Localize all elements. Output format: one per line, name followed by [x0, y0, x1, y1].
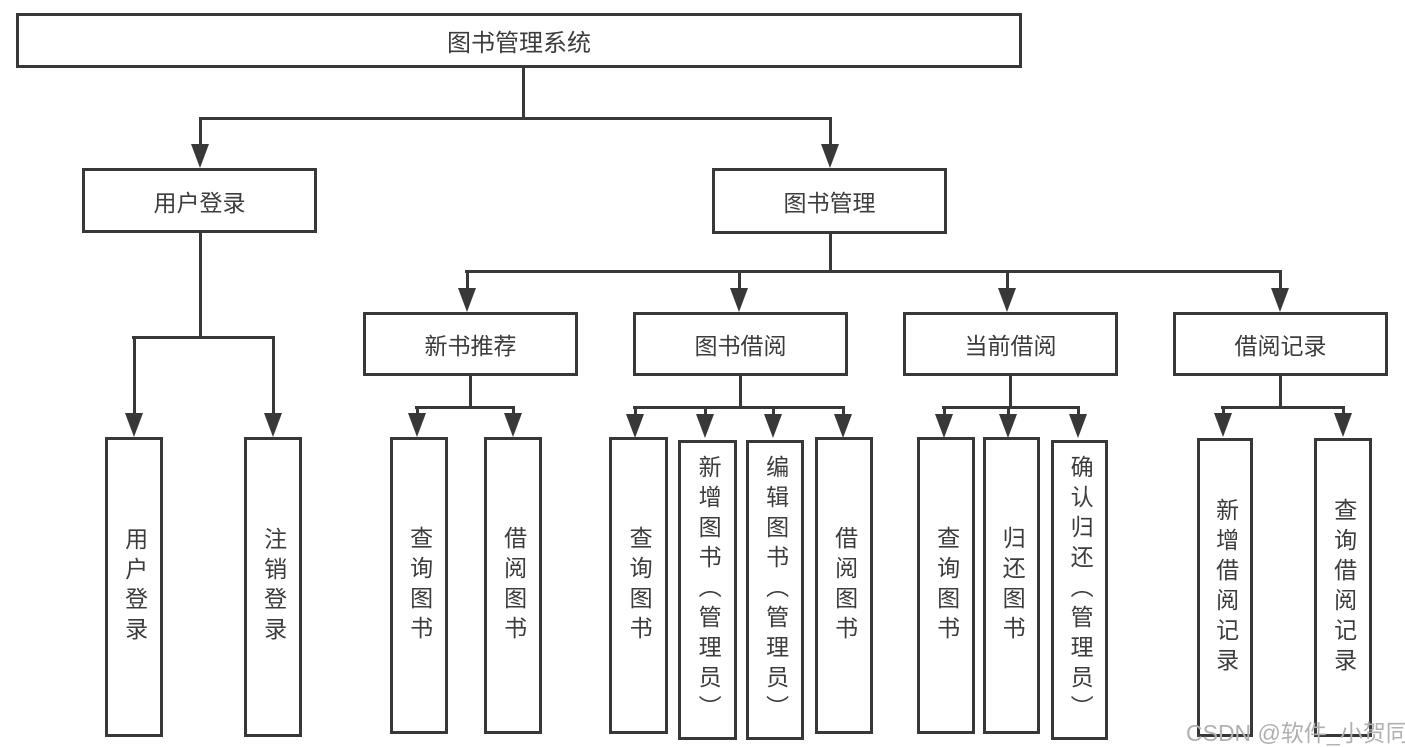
- arrow-down-icon: [264, 413, 282, 437]
- connector-new-book-hbar: [415, 406, 515, 409]
- connector-shaft: [772, 406, 775, 416]
- leaf-label: 查询图书: [933, 525, 960, 646]
- connector-current-borrow-hbar: [942, 406, 1080, 409]
- leaf-add-borrow-record: 新增借阅记录: [1197, 438, 1253, 737]
- arrow-down-icon: [935, 414, 953, 438]
- connector-book-mgmt-hbar: [465, 270, 1282, 273]
- node-book-management: 图书管理: [712, 168, 947, 234]
- leaf-add-book-admin: 新增图书（管理员）: [678, 440, 737, 740]
- csdn-watermark: CSDN @软件_小贺同学: [1186, 720, 1405, 746]
- arrow-down-icon: [821, 144, 839, 168]
- connector-shaft: [1342, 406, 1345, 415]
- arrow-down-icon: [696, 414, 714, 438]
- node-label: 新书推荐: [424, 333, 517, 359]
- connector-shaft-new-book: [466, 270, 469, 291]
- leaf-label: 编辑图书（管理员）: [762, 455, 789, 725]
- leaf-borrow-book-recommend: 借阅图书: [484, 437, 542, 734]
- connector-shaft-book-mgmt: [829, 117, 832, 147]
- connector-user-login-hbar: [132, 336, 275, 339]
- arrow-down-icon: [998, 288, 1016, 312]
- node-label: 借阅记录: [1234, 333, 1327, 359]
- arrow-down-icon: [458, 288, 476, 312]
- connector-shaft: [634, 406, 637, 416]
- node-root: 图书管理系统: [16, 13, 1022, 68]
- leaf-query-borrow-record: 查询借阅记录: [1314, 438, 1372, 737]
- arrow-down-icon: [1271, 288, 1289, 312]
- node-root-label: 图书管理系统: [447, 30, 591, 57]
- connector-shaft: [704, 406, 707, 416]
- connector-shaft: [512, 406, 515, 416]
- leaf-label: 用户登录: [121, 527, 148, 647]
- leaf-label: 注销登录: [260, 527, 287, 647]
- connector-shaft-borrow-record: [1279, 270, 1282, 291]
- leaf-query-book-borrow: 查询图书: [609, 437, 668, 734]
- leaf-return-book: 归还图书: [983, 437, 1040, 734]
- connector-shaft: [1077, 406, 1080, 416]
- leaf-user-login: 用户登录: [105, 437, 163, 737]
- arrow-down-icon: [999, 414, 1017, 438]
- connector-book-borrow-hbar: [633, 406, 845, 409]
- node-label: 图书管理: [783, 190, 876, 216]
- leaf-label: 借阅图书: [500, 525, 527, 646]
- arrow-down-icon: [626, 414, 644, 438]
- node-label: 用户登录: [153, 189, 246, 216]
- leaf-confirm-return-admin: 确认归还（管理员）: [1051, 440, 1108, 740]
- arrow-down-icon: [730, 288, 748, 312]
- connector-shaft-current-borrow: [1006, 270, 1009, 291]
- node-user-login: 用户登录: [82, 168, 317, 233]
- arrow-down-icon: [1069, 414, 1087, 438]
- connector-root-hbar: [199, 117, 832, 120]
- connector-borrow-record-stub: [1279, 374, 1282, 408]
- leaf-label: 查询图书: [406, 525, 433, 646]
- leaf-label: 归还图书: [999, 525, 1026, 646]
- connector-shaft-leaf-logout: [272, 336, 275, 414]
- leaf-label: 查询图书: [626, 525, 653, 646]
- connector-shaft: [943, 406, 946, 416]
- connector-shaft: [416, 406, 419, 416]
- leaf-label: 借阅图书: [831, 525, 858, 646]
- connector-borrow-record-hbar: [1221, 406, 1345, 409]
- connector-new-book-stub: [469, 374, 472, 408]
- arrow-down-icon: [764, 414, 782, 438]
- connector-shaft: [1007, 406, 1010, 416]
- connector-shaft-book-borrow: [738, 270, 741, 291]
- node-new-book-recommend: 新书推荐: [363, 312, 578, 376]
- leaf-edit-book-admin: 编辑图书（管理员）: [746, 440, 804, 740]
- node-borrow-record: 借阅记录: [1173, 312, 1388, 376]
- connector-shaft: [842, 406, 845, 416]
- leaf-label: 确认归还（管理员）: [1067, 455, 1094, 725]
- node-label: 图书借阅: [694, 333, 787, 359]
- leaf-label: 新增图书（管理员）: [695, 455, 722, 725]
- connector-book-borrow-stub: [739, 374, 742, 407]
- leaf-logout-login: 注销登录: [244, 437, 302, 737]
- connector-user-login-stub: [199, 231, 202, 337]
- node-current-borrow: 当前借阅: [903, 312, 1118, 376]
- leaf-query-book-recommend: 查询图书: [390, 437, 448, 734]
- leaf-label: 新增借阅记录: [1212, 497, 1239, 678]
- arrow-down-icon: [191, 144, 209, 168]
- arrow-down-icon: [125, 413, 143, 437]
- arrow-down-icon: [834, 414, 852, 438]
- arrow-down-icon: [408, 413, 426, 437]
- connector-book-mgmt-stub: [829, 232, 832, 272]
- connector-shaft-leaf-user-login: [133, 336, 136, 414]
- connector-root-stub: [522, 66, 525, 118]
- arrow-down-icon: [504, 413, 522, 437]
- arrow-down-icon: [1214, 413, 1232, 437]
- arrow-down-icon: [1334, 413, 1352, 437]
- connector-current-borrow-stub: [1009, 374, 1012, 407]
- connector-shaft-user-login: [199, 117, 202, 147]
- node-book-borrow: 图书借阅: [633, 312, 848, 376]
- leaf-borrow-book: 借阅图书: [815, 437, 873, 734]
- leaf-query-book-current: 查询图书: [917, 437, 975, 734]
- node-label: 当前借阅: [964, 333, 1057, 359]
- leaf-label: 查询借阅记录: [1330, 497, 1357, 678]
- connector-shaft: [1222, 406, 1225, 415]
